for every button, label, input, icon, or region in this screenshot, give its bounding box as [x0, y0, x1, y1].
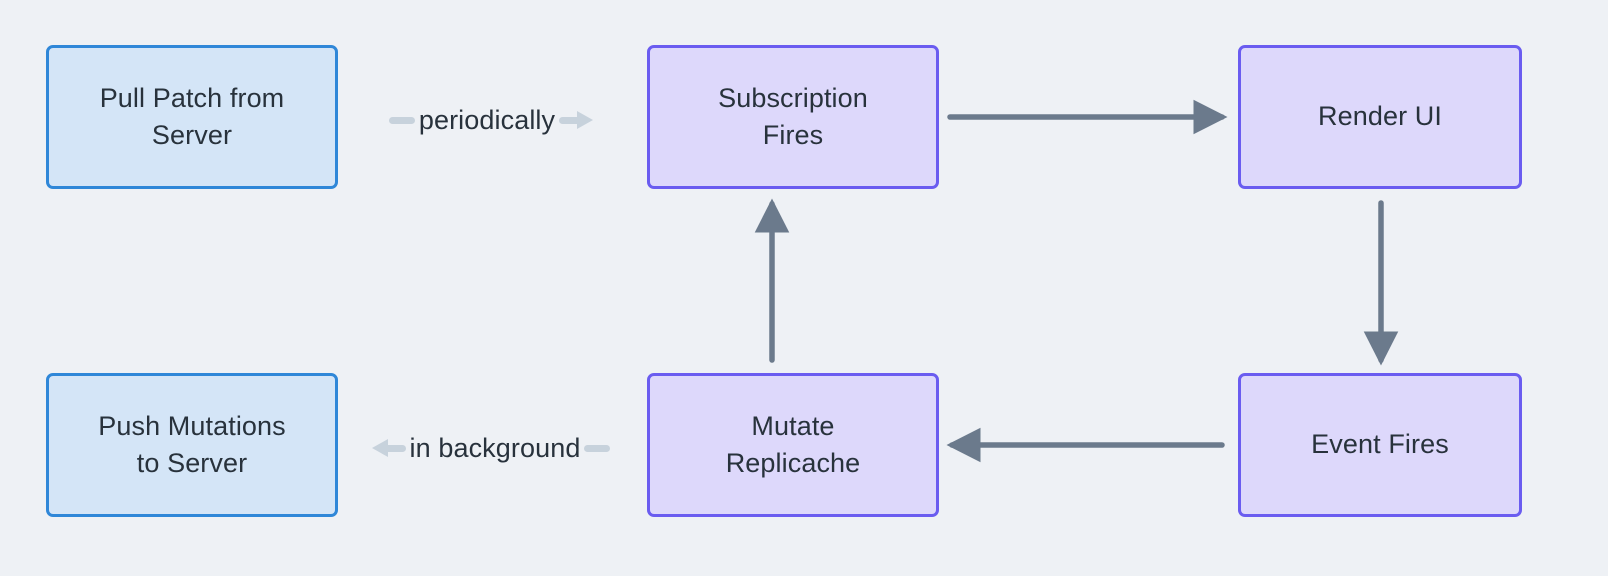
node-render-ui[interactable]: Render UI — [1238, 45, 1522, 189]
node-label: Mutate Replicache — [725, 410, 861, 478]
node-mutate-replicache[interactable]: Mutate Replicache — [647, 373, 939, 517]
edge-label-in-background: in background — [340, 424, 642, 472]
node-label: Event Fires — [1311, 429, 1449, 460]
node-pull-patch-from-server[interactable]: Pull Patch from Server — [46, 45, 338, 189]
node-push-mutations-to-server[interactable]: Push Mutations to Server — [46, 373, 338, 517]
node-label: Render UI — [1318, 101, 1442, 132]
node-subscription-fires[interactable]: Subscription Fires — [647, 45, 939, 189]
edge-label-periodically: periodically — [340, 96, 642, 144]
node-label: Push Mutations to Server — [98, 410, 286, 478]
arrow-right-icon — [559, 111, 594, 129]
edge-label-text: periodically — [418, 104, 556, 135]
arrow-left-icon — [371, 439, 406, 457]
edge-stub-dash-icon — [388, 116, 415, 124]
node-event-fires[interactable]: Event Fires — [1238, 373, 1522, 517]
edge-stub-dash-icon — [584, 444, 611, 452]
node-label: Subscription Fires — [718, 82, 868, 150]
edge-label-text: in background — [409, 432, 581, 463]
node-label: Pull Patch from Server — [99, 82, 285, 150]
